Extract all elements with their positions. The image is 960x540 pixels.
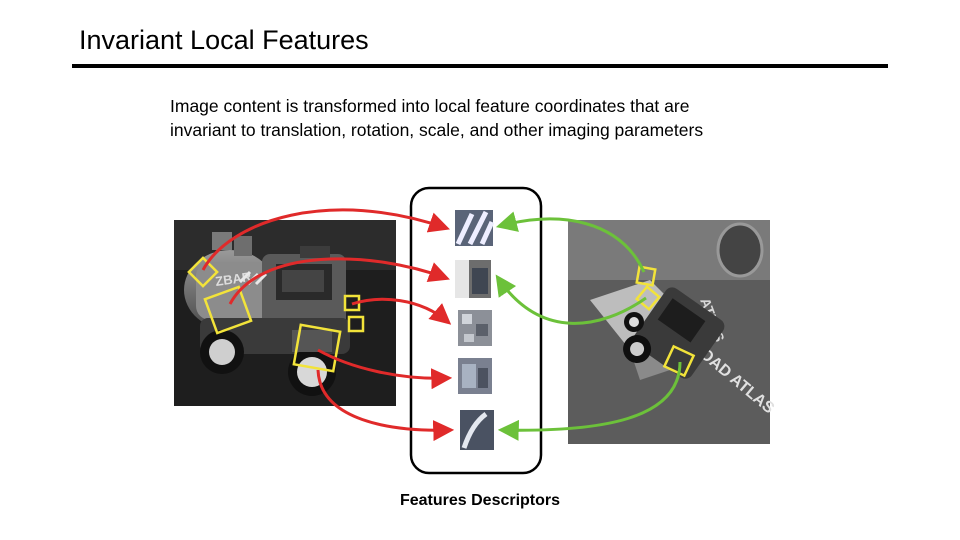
descriptor-patch-2: [455, 260, 491, 298]
mug: [718, 224, 762, 276]
descriptor-patches: [455, 210, 494, 450]
right-scene-image: ATLAS ROAD ATLAS: [568, 220, 778, 444]
descriptor-patch-5: [460, 410, 494, 450]
descriptor-patch-4: [458, 358, 492, 394]
descriptor-patch-3: [458, 310, 492, 346]
left-truck-image: ZBAR: [174, 220, 396, 406]
descriptors-caption: Features Descriptors: [380, 491, 580, 511]
descriptor-patch-1: [455, 210, 493, 246]
